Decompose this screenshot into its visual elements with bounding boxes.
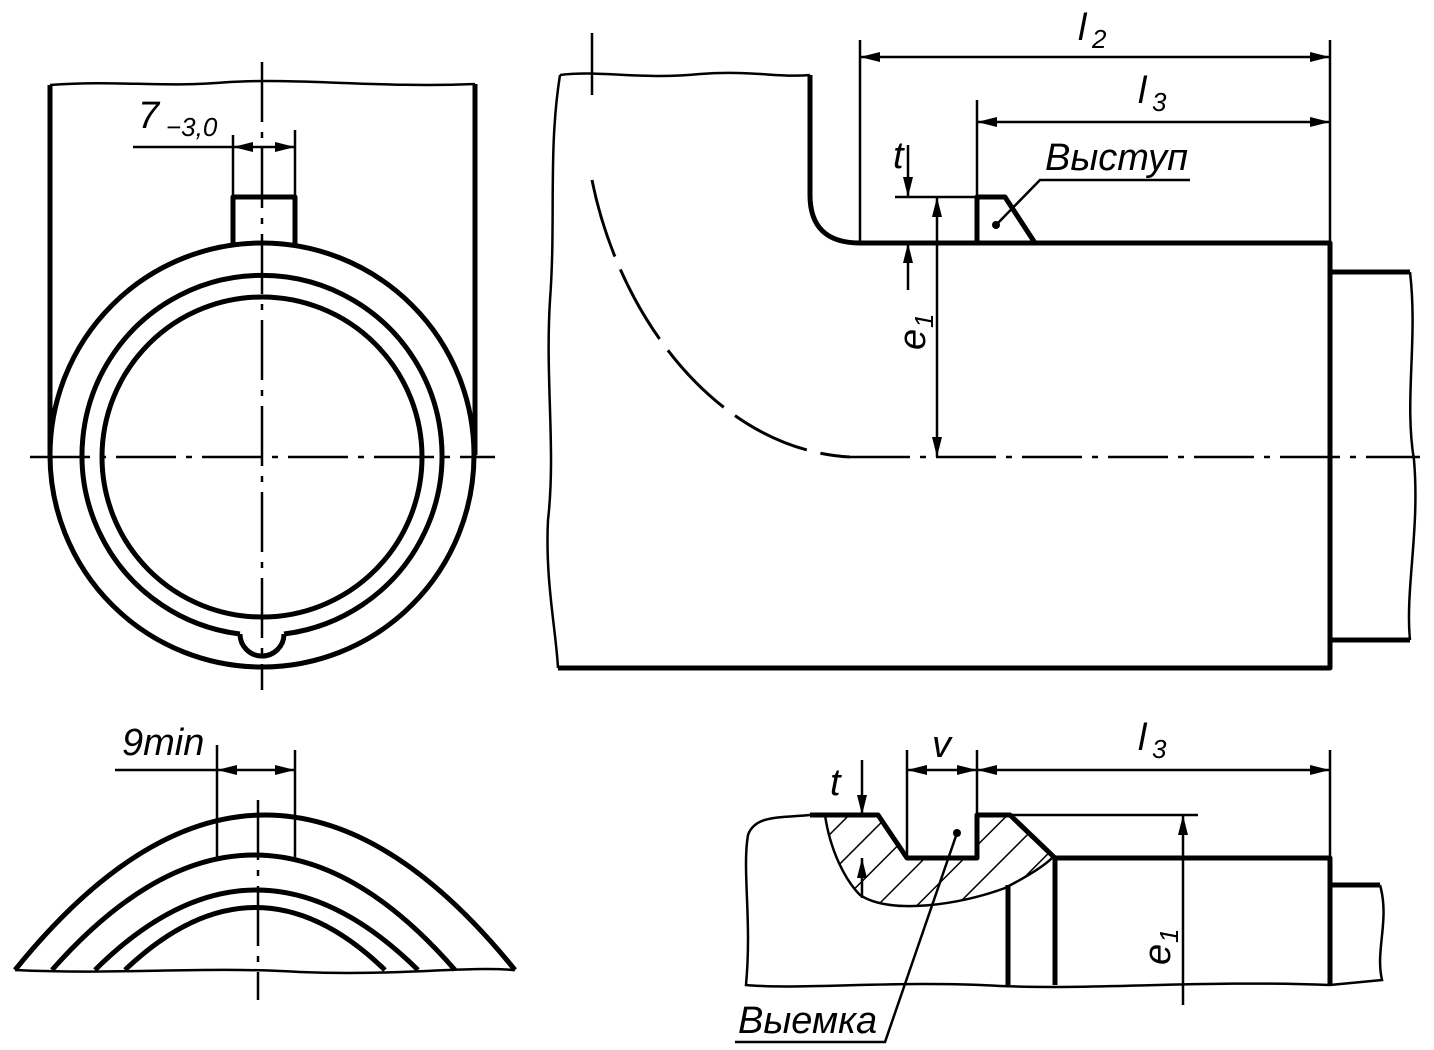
recess-leader bbox=[735, 832, 959, 1044]
break-line-left bbox=[546, 74, 562, 669]
body-outline bbox=[558, 75, 1333, 671]
front-view: 7 −3,0 bbox=[30, 62, 495, 690]
hatch-boundary bbox=[823, 814, 1053, 908]
e1-label: e bbox=[892, 329, 934, 350]
key-tolerance-label: −3,0 bbox=[166, 112, 218, 142]
arc-3 bbox=[93, 887, 420, 972]
l2-label: l bbox=[1078, 7, 1088, 49]
protrusion-label: Выступ bbox=[1045, 137, 1188, 179]
v-label: v bbox=[932, 724, 953, 766]
break-line-top bbox=[49, 79, 476, 87]
side-view: l 2 l 3 t e 1 Выступ bbox=[546, 7, 1420, 671]
svg-text:2: 2 bbox=[1091, 24, 1107, 54]
svg-text:1: 1 bbox=[1154, 929, 1184, 943]
svg-text:1: 1 bbox=[909, 314, 939, 328]
t-label: t bbox=[893, 135, 905, 177]
recess-label: Выемка bbox=[738, 1000, 877, 1042]
t-detail-label: t bbox=[830, 762, 842, 804]
arc-2 bbox=[50, 852, 457, 972]
bottom-notch bbox=[237, 633, 287, 659]
protrusion-leader bbox=[995, 178, 1190, 226]
slot-section-view: 9min bbox=[13, 722, 517, 1000]
l3-label: l bbox=[1138, 70, 1148, 112]
protrusion bbox=[974, 194, 1038, 245]
e1-detail-label: e bbox=[1137, 944, 1179, 965]
break-line-right bbox=[1407, 271, 1417, 641]
slot-min-label: 9min bbox=[122, 722, 204, 764]
hidden-intersection-curve bbox=[590, 179, 851, 459]
key-tab bbox=[230, 194, 298, 245]
recess-detail-view: v l 3 t e 1 Выемка bbox=[735, 717, 1385, 1044]
svg-text:3: 3 bbox=[1152, 734, 1167, 764]
arc-4 bbox=[123, 905, 387, 972]
key-width-label: 7 bbox=[138, 95, 161, 137]
break-line-top bbox=[559, 71, 811, 78]
arc-outer bbox=[13, 812, 517, 972]
l3-detail-label: l bbox=[1138, 717, 1148, 759]
svg-text:3: 3 bbox=[1152, 87, 1167, 117]
